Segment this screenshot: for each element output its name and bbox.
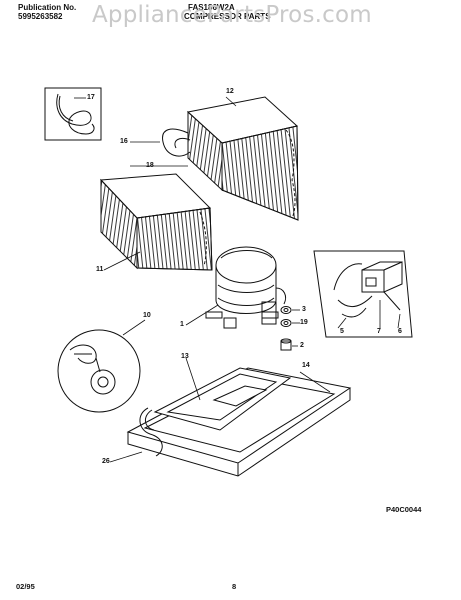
callout-7: 7 [377, 328, 381, 335]
callout-11: 11 [96, 266, 104, 273]
watermark: AppliancePartsPros.com [92, 2, 372, 28]
callout-26: 26 [102, 458, 110, 465]
grommet-part-3 [280, 306, 292, 314]
callout-12: 12 [226, 88, 234, 95]
callout-10: 10 [143, 312, 151, 319]
callout-17: 17 [87, 94, 95, 101]
hose-part-26 [139, 407, 163, 457]
publication-number: 5995263582 [18, 12, 63, 21]
capillary-tube-part-17 [44, 87, 102, 141]
callout-3: 3 [302, 306, 306, 313]
callout-5: 5 [340, 328, 344, 335]
evaporator-coil-part-11 [99, 173, 213, 271]
overload-relay-inset [313, 250, 413, 338]
callout-18: 18 [146, 162, 154, 169]
callout-6: 6 [398, 328, 402, 335]
callout-13: 13 [181, 353, 189, 360]
tube-part-16 [162, 128, 191, 157]
callout-2: 2 [300, 342, 304, 349]
washer-part-19 [280, 319, 292, 327]
model-number: FAS186W2A [188, 3, 235, 12]
callout-1: 1 [180, 321, 184, 328]
grommet-part-2 [280, 338, 292, 351]
callout-16: 16 [120, 138, 128, 145]
drain-tray-part-13 [153, 367, 292, 431]
callout-14: 14 [302, 362, 310, 369]
publication-label: Publication No. [18, 3, 77, 12]
compressor-part-1 [205, 246, 287, 329]
footer-page-number: 8 [232, 582, 237, 591]
condenser-coil-part-12 [186, 96, 299, 221]
footer-date: 02/95 [16, 582, 35, 591]
fan-motor-inset-part-10 [57, 329, 141, 413]
diagram-code: P40C0044 [386, 505, 422, 514]
section-title: COMPRESSOR PARTS [184, 12, 271, 21]
callout-19: 19 [300, 319, 308, 326]
